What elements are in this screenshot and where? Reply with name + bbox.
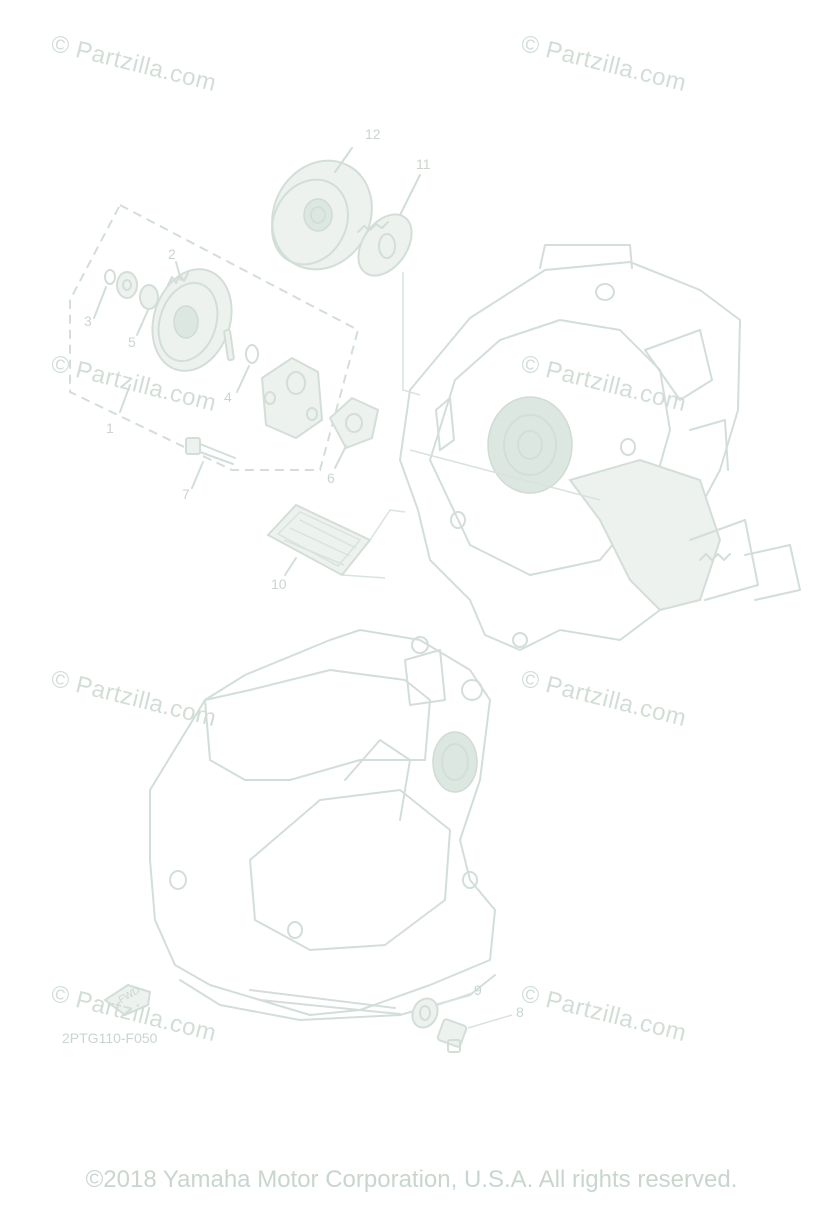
callout-4: 4 — [224, 389, 232, 405]
part-8-drawing — [436, 1014, 513, 1053]
part-9-drawing — [411, 992, 473, 1029]
callout-8: 8 — [516, 1004, 524, 1020]
copyright-notice: ©2018 Yamaha Motor Corporation, U.S.A. A… — [85, 1166, 738, 1193]
callout-9: 9 — [474, 982, 482, 998]
part-5-drawing — [139, 284, 159, 310]
oil-pump-group-outline — [69, 203, 360, 471]
part-10-drawing — [266, 503, 406, 579]
part-4-drawing — [245, 344, 259, 364]
callout-2: 2 — [168, 246, 176, 262]
diagram-code: 2PTG110-F050 — [62, 1030, 158, 1046]
part-12-drawing — [271, 147, 373, 271]
callout-6: 6 — [327, 470, 335, 486]
callout-1: 1 — [106, 420, 114, 436]
part-2-drawing — [151, 261, 233, 372]
part-6-drawing — [328, 396, 380, 469]
fwd-arrow-icon — [103, 983, 152, 1017]
callout-11: 11 — [416, 156, 431, 172]
callout-3: 3 — [84, 313, 92, 329]
right-crankcase-drawing — [399, 244, 801, 651]
part-11-drawing — [357, 174, 421, 396]
callout-5: 5 — [128, 334, 136, 350]
part-1-drawing — [119, 356, 324, 440]
part-7-drawing — [185, 437, 236, 489]
callout-7: 7 — [182, 486, 190, 502]
callout-12: 12 — [365, 126, 381, 142]
part-3-drawing — [104, 269, 116, 285]
left-crankcase-drawing — [149, 629, 496, 1021]
callout-10: 10 — [271, 576, 287, 592]
